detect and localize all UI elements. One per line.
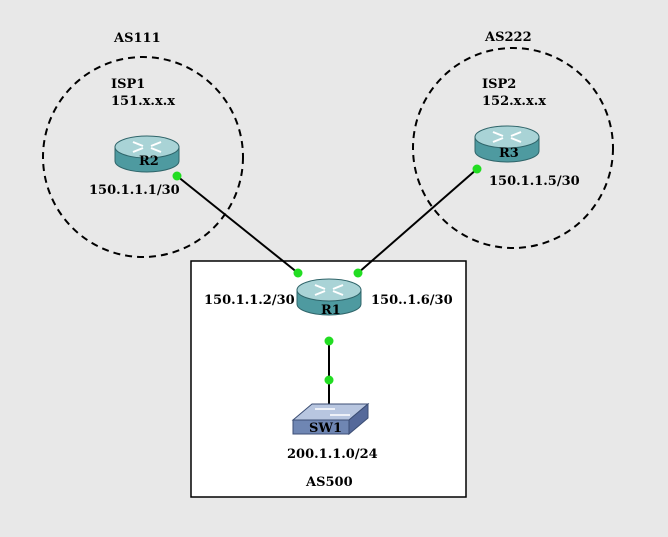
link-dot xyxy=(472,164,482,174)
router-r2-icon[interactable] xyxy=(114,135,180,173)
isp1-name: ISP1 xyxy=(111,77,146,92)
link-dot xyxy=(293,268,303,278)
link-r2-r1 xyxy=(176,175,299,274)
switch-sw1-icon[interactable] xyxy=(291,402,370,436)
router-r1-icon[interactable] xyxy=(296,278,362,316)
isp2-name: ISP2 xyxy=(482,77,517,92)
r2-interface-ip: 150.1.1.1/30 xyxy=(89,183,180,198)
switch-sw1-label: SW1 xyxy=(309,421,343,436)
router-r2-label: R2 xyxy=(139,154,159,169)
lan-subnet-label: 200.1.1.0/24 xyxy=(287,447,378,462)
as222-label: AS222 xyxy=(485,30,532,45)
link-r3-r1 xyxy=(357,168,478,274)
isp1-prefix: 151.x.x.x xyxy=(111,94,175,109)
r1-left-interface-ip: 150.1.1.2/30 xyxy=(204,293,295,308)
link-dot xyxy=(172,171,182,181)
as500-label: AS500 xyxy=(306,475,353,490)
link-dot xyxy=(324,375,334,385)
as111-boundary xyxy=(42,56,244,258)
link-dot xyxy=(324,336,334,346)
as111-label: AS111 xyxy=(114,31,161,46)
router-r3-label: R3 xyxy=(499,146,519,161)
router-r1-label: R1 xyxy=(321,303,341,318)
r3-interface-ip: 150.1.1.5/30 xyxy=(489,174,580,189)
r1-right-interface-ip: 150..1.6/30 xyxy=(371,293,453,308)
as222-boundary xyxy=(412,47,614,249)
link-dot xyxy=(353,268,363,278)
isp2-prefix: 152.x.x.x xyxy=(482,94,546,109)
router-r3-icon[interactable] xyxy=(474,125,540,163)
